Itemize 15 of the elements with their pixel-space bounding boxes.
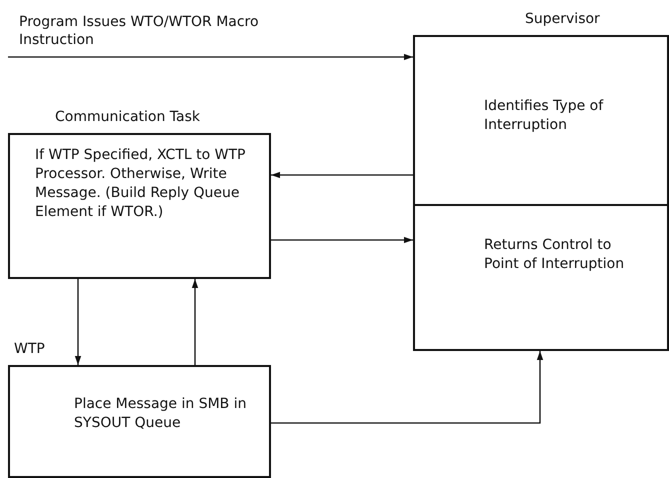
arrow [8,54,413,60]
box-text: If WTP Specified, XCTL to WTP Processor. Otherwise, Write Message. (Build Reply Queue Element if WTOR.) [35,146,246,222]
box-text: Returns Control to Point of Interruption [484,236,626,274]
edge-label: Program Issues WTO/WTOR Macro Instruction [19,13,260,50]
box-heading: WTP [14,341,45,357]
box-heading: Supervisor [525,11,600,27]
arrow [271,351,544,424]
box-text: Place Message in SMB in SYSOUT Queue [74,395,248,433]
arrow [192,279,198,365]
process-box [413,204,669,351]
arrow [271,236,413,244]
box-text: Identifies Type of Interruption [484,97,604,135]
arrow [74,279,82,365]
box-heading: Communication Task [55,109,200,125]
arrow [271,172,413,178]
